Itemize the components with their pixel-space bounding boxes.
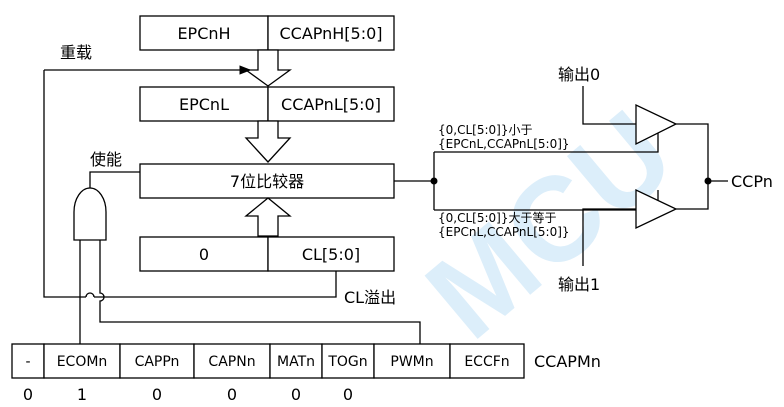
epcnh-register [139, 15, 269, 51]
ccapm-bit-2 [321, 343, 375, 379]
ccapm-bit-label: PWMn [390, 354, 433, 370]
ccapm-bit-4 [193, 343, 271, 379]
ccapm-bit-label: MATn [277, 354, 315, 370]
ccapm-bit-0 [449, 343, 525, 379]
output0-label: 输出0 [558, 65, 600, 84]
ccapm-bit-7 [11, 343, 45, 379]
ccapm-bit-5 [119, 343, 195, 379]
ccapnl-label: CCAPnL[5:0] [281, 95, 381, 114]
cond-ge-line1: {0,CL[5:0]}大于等于 [438, 211, 556, 225]
ccapm-bit-value: 0 [152, 385, 162, 404]
epcnl-register [139, 86, 269, 122]
ccapm-bit-label: CAPPn [135, 354, 180, 370]
ccapm-bit-label: CAPNn [208, 354, 255, 370]
output0-buffer [635, 103, 678, 146]
ccapm-bit-value: 0 [343, 385, 353, 404]
ccapm-bit-3 [269, 343, 323, 379]
ccapmn-register: - ECOMn CAPPn CAPNn MATn TOGn PWMn ECCFn [11, 343, 525, 379]
cond-less-line1: {0,CL[5:0]}小于 [438, 123, 532, 137]
ccapnh-label: CCAPnH[5:0] [279, 24, 382, 43]
compare-input-arrow-bottom [244, 197, 292, 237]
enable-wire [89, 171, 140, 188]
enable-label: 使能 [90, 150, 122, 169]
cl-overflow-label: CL溢出 [344, 288, 396, 307]
ccapm-bit-1 [373, 343, 451, 379]
comparator-label: 7位比较器 [230, 172, 304, 191]
zero-label: 0 [199, 245, 209, 264]
ccapm-bit-label: TOGn [327, 354, 367, 370]
ccapm-bit-label: - [25, 354, 30, 370]
cond-ge-line2: {EPCnL,CCAPnL[5:0]} [438, 225, 570, 239]
ccapm-bit-value: 0 [291, 385, 301, 404]
epcnh-label: EPCnH [177, 24, 230, 43]
output0-wire [582, 86, 636, 125]
reload-label: 重载 [60, 43, 92, 62]
output1-label: 输出1 [558, 275, 600, 294]
cl-overflow-wire [43, 70, 337, 298]
cl-label: CL[5:0] [302, 245, 360, 264]
epcnl-label: EPCnL [179, 95, 229, 114]
zero-field [139, 236, 269, 272]
cond-less-line2: {EPCnL,CCAPnL[5:0]} [438, 137, 570, 151]
enable-and-gate [73, 187, 107, 241]
output1-wire [582, 208, 636, 266]
ccapmn-label: CCAPMn [534, 352, 601, 371]
reload-transfer-arrow [244, 49, 292, 87]
ccapnh-register [267, 15, 395, 51]
ccpn-node [704, 177, 712, 185]
ccpn-label: CCPn [731, 172, 773, 191]
ccapnl-register [267, 86, 395, 122]
ccapm-bit-value: 0 [23, 385, 33, 404]
ccapm-bit-label: ECOMn [57, 354, 108, 370]
ccapm-bit-label: ECCFn [464, 354, 509, 370]
compare-input-arrow-top [244, 120, 292, 163]
cl-register [267, 236, 395, 272]
ccapm-bit-value: 1 [77, 385, 87, 404]
pwm-input-wire [99, 240, 421, 344]
ccapm-bit-value: 0 [227, 385, 237, 404]
comparator-output-node [430, 177, 438, 185]
